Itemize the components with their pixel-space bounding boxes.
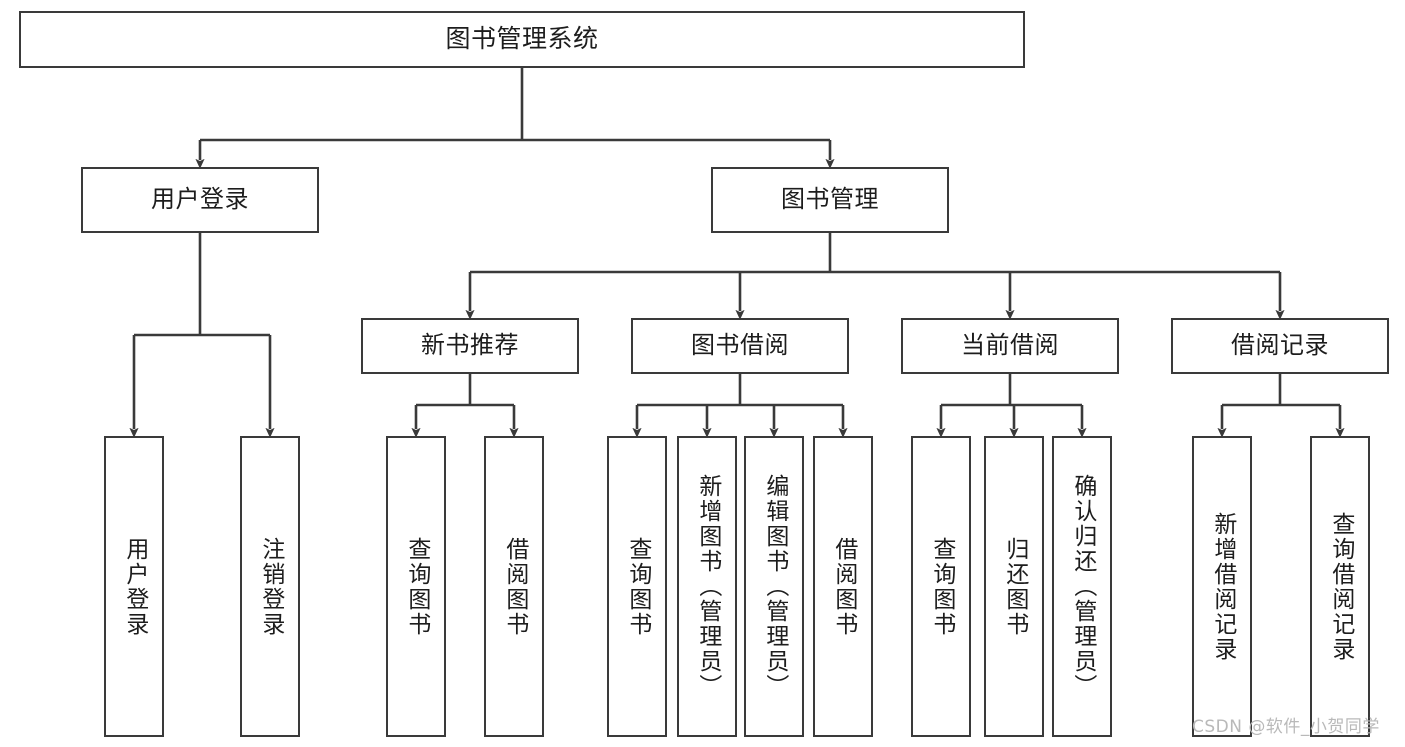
node-current-borrow[interactable]: 当前借阅 — [901, 318, 1119, 374]
node-label: 注销登录 — [257, 536, 284, 637]
node-label: 归还图书 — [1001, 536, 1028, 637]
node-label: 当前借阅 — [961, 331, 1059, 360]
node-user-login[interactable]: 用户登录 — [81, 167, 319, 233]
leaf-borrow-book-1[interactable]: 借阅图书 — [484, 436, 544, 737]
node-label: 编辑图书（管理员） — [761, 474, 788, 699]
leaf-query-record[interactable]: 查询借阅记录 — [1310, 436, 1370, 737]
node-label: 图书管理系统 — [445, 24, 599, 54]
node-label: 查询图书 — [928, 536, 955, 637]
leaf-logout[interactable]: 注销登录 — [240, 436, 300, 737]
node-label: 借阅记录 — [1231, 331, 1329, 360]
node-label: 确认归还（管理员） — [1069, 474, 1096, 699]
leaf-add-book[interactable]: 新增图书（管理员） — [677, 436, 737, 737]
leaf-add-record[interactable]: 新增借阅记录 — [1192, 436, 1252, 737]
node-label: 新增图书（管理员） — [694, 474, 721, 699]
node-label: 图书管理 — [781, 185, 879, 214]
leaf-return-book[interactable]: 归还图书 — [984, 436, 1044, 737]
leaf-user-login[interactable]: 用户登录 — [104, 436, 164, 737]
node-label: 新增借阅记录 — [1209, 511, 1236, 662]
leaf-query-book-1[interactable]: 查询图书 — [386, 436, 446, 737]
leaf-confirm-return[interactable]: 确认归还（管理员） — [1052, 436, 1112, 737]
leaf-edit-book[interactable]: 编辑图书（管理员） — [744, 436, 804, 737]
node-label: 借阅图书 — [501, 536, 528, 637]
node-label: 新书推荐 — [421, 331, 519, 360]
node-borrow-record[interactable]: 借阅记录 — [1171, 318, 1389, 374]
csdn-watermark: CSDN @软件_小贺同学 — [1192, 717, 1380, 737]
node-label: 查询借阅记录 — [1327, 511, 1354, 662]
node-book-borrow[interactable]: 图书借阅 — [631, 318, 849, 374]
leaf-query-book-3[interactable]: 查询图书 — [911, 436, 971, 737]
node-label: 用户登录 — [121, 536, 148, 637]
node-new-book-recommend[interactable]: 新书推荐 — [361, 318, 579, 374]
node-root-system[interactable]: 图书管理系统 — [19, 11, 1025, 68]
node-label: 图书借阅 — [691, 331, 789, 360]
leaf-borrow-book-2[interactable]: 借阅图书 — [813, 436, 873, 737]
node-book-manage[interactable]: 图书管理 — [711, 167, 949, 233]
node-label: 查询图书 — [624, 536, 651, 637]
node-label: 查询图书 — [403, 536, 430, 637]
node-label: 借阅图书 — [830, 536, 857, 637]
leaf-query-book-2[interactable]: 查询图书 — [607, 436, 667, 737]
node-label: 用户登录 — [151, 185, 249, 214]
